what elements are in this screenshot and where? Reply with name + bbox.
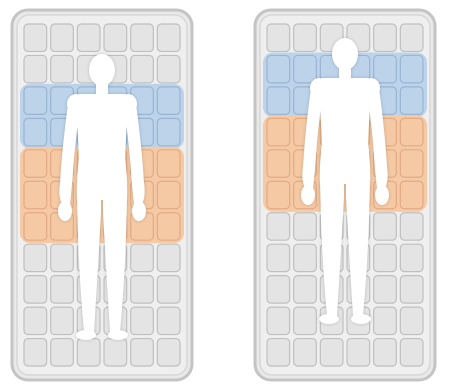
silhouette-part <box>132 201 146 221</box>
mattress-cell <box>267 276 290 303</box>
mattress-cell <box>400 150 423 177</box>
mattress-cell <box>267 118 290 145</box>
mattress-cell <box>157 55 180 82</box>
mattress-cell <box>51 244 74 271</box>
mattress-right-svg <box>253 8 437 382</box>
mattress-cell <box>24 276 47 303</box>
mattress-cell <box>104 24 127 51</box>
mattress-cell <box>157 276 180 303</box>
mattress-cell <box>267 244 290 271</box>
mattress-left <box>10 8 194 382</box>
mattress-cell <box>157 118 180 145</box>
mattress-cell <box>157 213 180 240</box>
mattress-cell <box>24 118 47 145</box>
mattress-cell <box>77 339 100 366</box>
mattress-cell <box>51 276 74 303</box>
mattress-cell <box>294 213 317 240</box>
mattress-cell <box>24 213 47 240</box>
mattress-cell <box>267 307 290 334</box>
mattress-cell <box>157 181 180 208</box>
mattress-cell <box>347 339 370 366</box>
silhouette-part <box>89 54 115 86</box>
mattress-cell <box>77 24 100 51</box>
mattress-cell <box>294 307 317 334</box>
mattress-cell <box>131 307 154 334</box>
mattress-cell <box>374 307 397 334</box>
mattress-cell <box>24 307 47 334</box>
mattress-cell <box>294 24 317 51</box>
mattress-cell <box>267 339 290 366</box>
silhouette-part <box>76 330 96 340</box>
mattress-cell <box>267 55 290 82</box>
mattress-cell <box>131 276 154 303</box>
mattress-cell <box>267 213 290 240</box>
mattress-cell <box>267 87 290 114</box>
mattress-cell <box>267 150 290 177</box>
mattress-cell <box>157 24 180 51</box>
mattress-cell <box>400 181 423 208</box>
mattress-left-svg <box>10 8 194 382</box>
mattress-cell <box>400 276 423 303</box>
mattress-cell <box>374 244 397 271</box>
mattress-cell <box>24 24 47 51</box>
mattress-cell <box>24 181 47 208</box>
mattress-cell <box>51 24 74 51</box>
silhouette-part <box>319 314 339 324</box>
mattress-cell <box>51 55 74 82</box>
silhouette-part <box>332 38 358 70</box>
mattress-cell <box>294 339 317 366</box>
silhouette-part <box>351 314 371 324</box>
mattress-cell <box>400 118 423 145</box>
mattress-cell <box>131 244 154 271</box>
mattress-cell <box>294 276 317 303</box>
silhouette-part <box>339 66 351 80</box>
mattress-cell <box>51 307 74 334</box>
mattress-cell <box>320 339 343 366</box>
mattress-cell <box>400 244 423 271</box>
mattress-cell <box>157 244 180 271</box>
mattress-cell <box>400 55 423 82</box>
mattress-cell <box>400 24 423 51</box>
mattress-cell <box>374 276 397 303</box>
mattress-cell <box>374 339 397 366</box>
mattress-cell <box>374 55 397 82</box>
silhouette-part <box>108 330 128 340</box>
mattress-cell <box>374 24 397 51</box>
mattress-cell <box>267 181 290 208</box>
mattress-cell <box>374 213 397 240</box>
silhouette-part <box>375 185 389 205</box>
mattress-cell <box>24 339 47 366</box>
mattress-cell <box>24 55 47 82</box>
mattress-cell <box>104 339 127 366</box>
mattress-cell <box>400 307 423 334</box>
silhouette-part <box>58 201 72 221</box>
silhouette-part <box>96 82 108 96</box>
mattress-cell <box>51 339 74 366</box>
mattress-cell <box>131 24 154 51</box>
mattress-cell <box>157 150 180 177</box>
mattress-cell <box>157 339 180 366</box>
mattress-cell <box>24 87 47 114</box>
mattress-cell <box>131 55 154 82</box>
mattress-cell <box>400 213 423 240</box>
mattress-cell <box>267 24 290 51</box>
silhouette-part <box>301 185 315 205</box>
mattress-right <box>253 8 437 382</box>
mattress-cell <box>157 87 180 114</box>
mattress-cell <box>131 339 154 366</box>
mattress-cell <box>157 307 180 334</box>
mattress-cell <box>400 87 423 114</box>
mattress-cell <box>294 55 317 82</box>
mattress-cell <box>294 244 317 271</box>
mattress-cell <box>24 244 47 271</box>
mattress-cell <box>400 339 423 366</box>
mattress-cell <box>24 150 47 177</box>
